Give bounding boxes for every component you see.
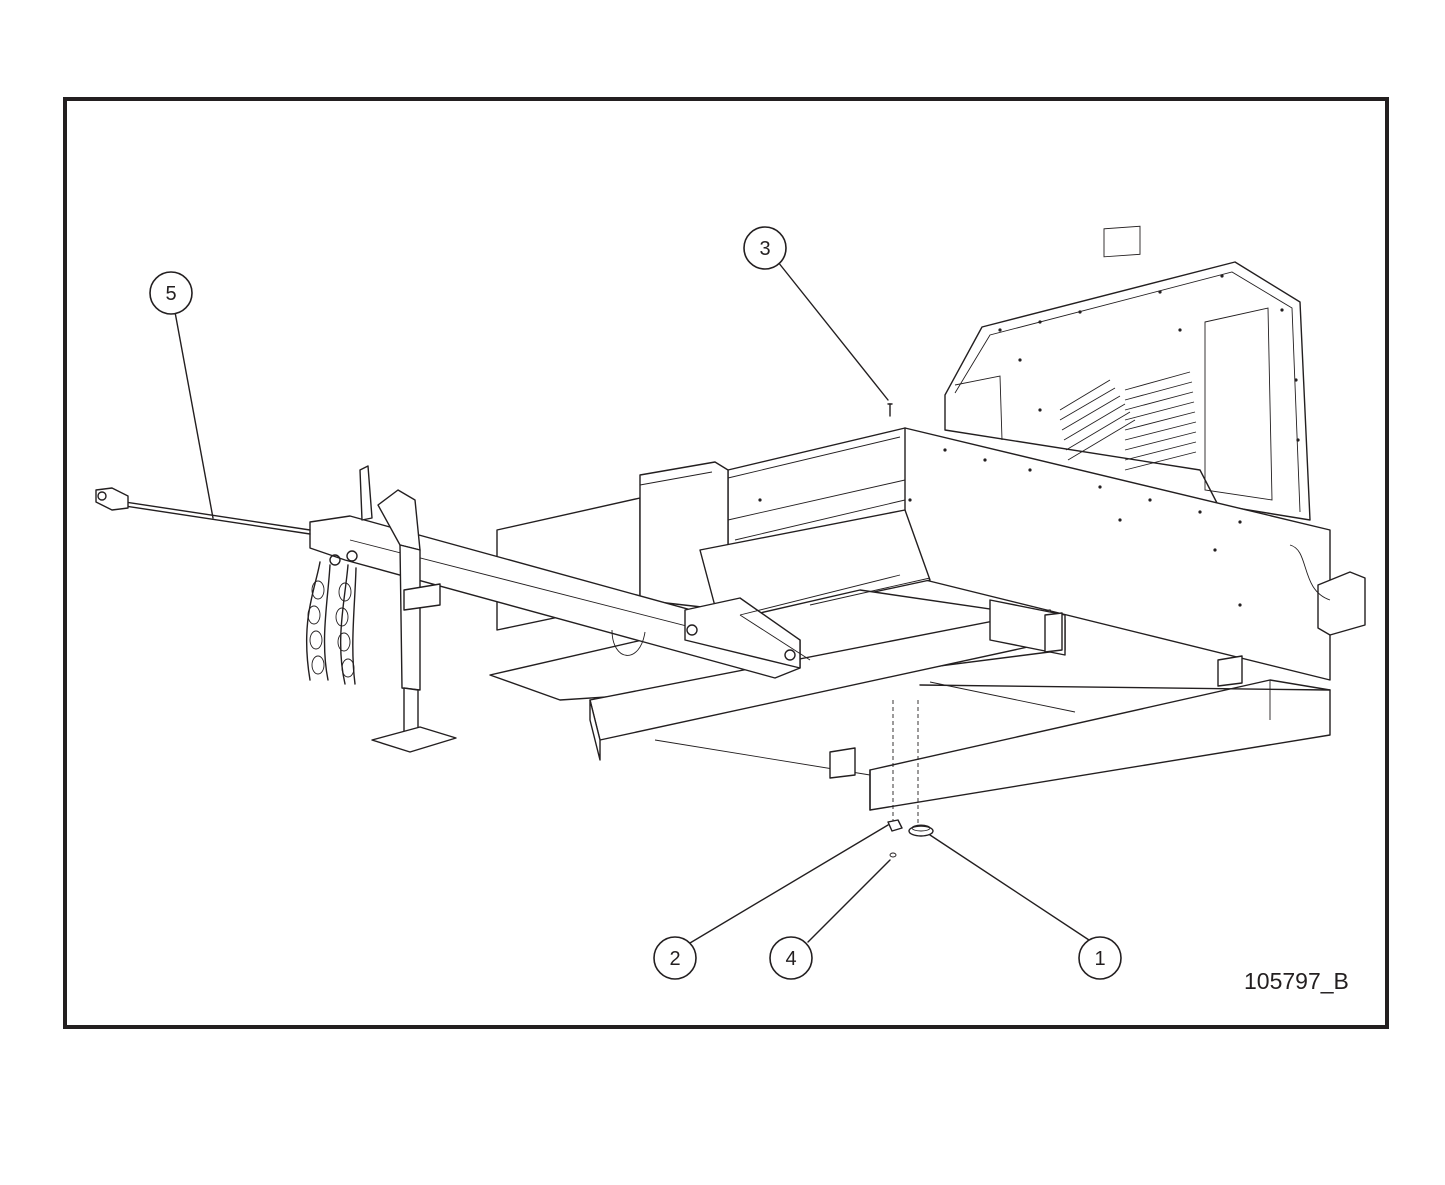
callout-1-label: 1 — [1094, 948, 1105, 970]
washer — [889, 852, 897, 858]
drawing-number: 105797_B — [1244, 968, 1349, 994]
tongue-jack — [359, 465, 457, 753]
breakaway-cable — [95, 487, 311, 535]
safety-chains — [305, 550, 358, 685]
callout-4: 4 — [769, 936, 813, 980]
callout-1: 1 — [1078, 936, 1122, 980]
callout-4-label: 4 — [785, 948, 796, 970]
callout-5-label: 5 — [165, 283, 176, 305]
drain-nut — [887, 819, 903, 832]
callout-2: 2 — [653, 936, 697, 980]
screw — [887, 403, 893, 417]
drawing-frame — [63, 97, 1389, 1029]
leader-lines — [174, 261, 1093, 944]
callout-3-label: 3 — [759, 238, 770, 260]
callout-3: 3 — [743, 226, 787, 270]
bed-front-wall — [727, 427, 1366, 681]
callout-2-label: 2 — [669, 948, 680, 970]
drain-plug — [908, 824, 934, 837]
trailer-tongue — [309, 515, 931, 679]
bed-floor-frame — [489, 589, 1331, 830]
rear-panel — [944, 225, 1311, 521]
callout-5: 5 — [149, 271, 193, 315]
